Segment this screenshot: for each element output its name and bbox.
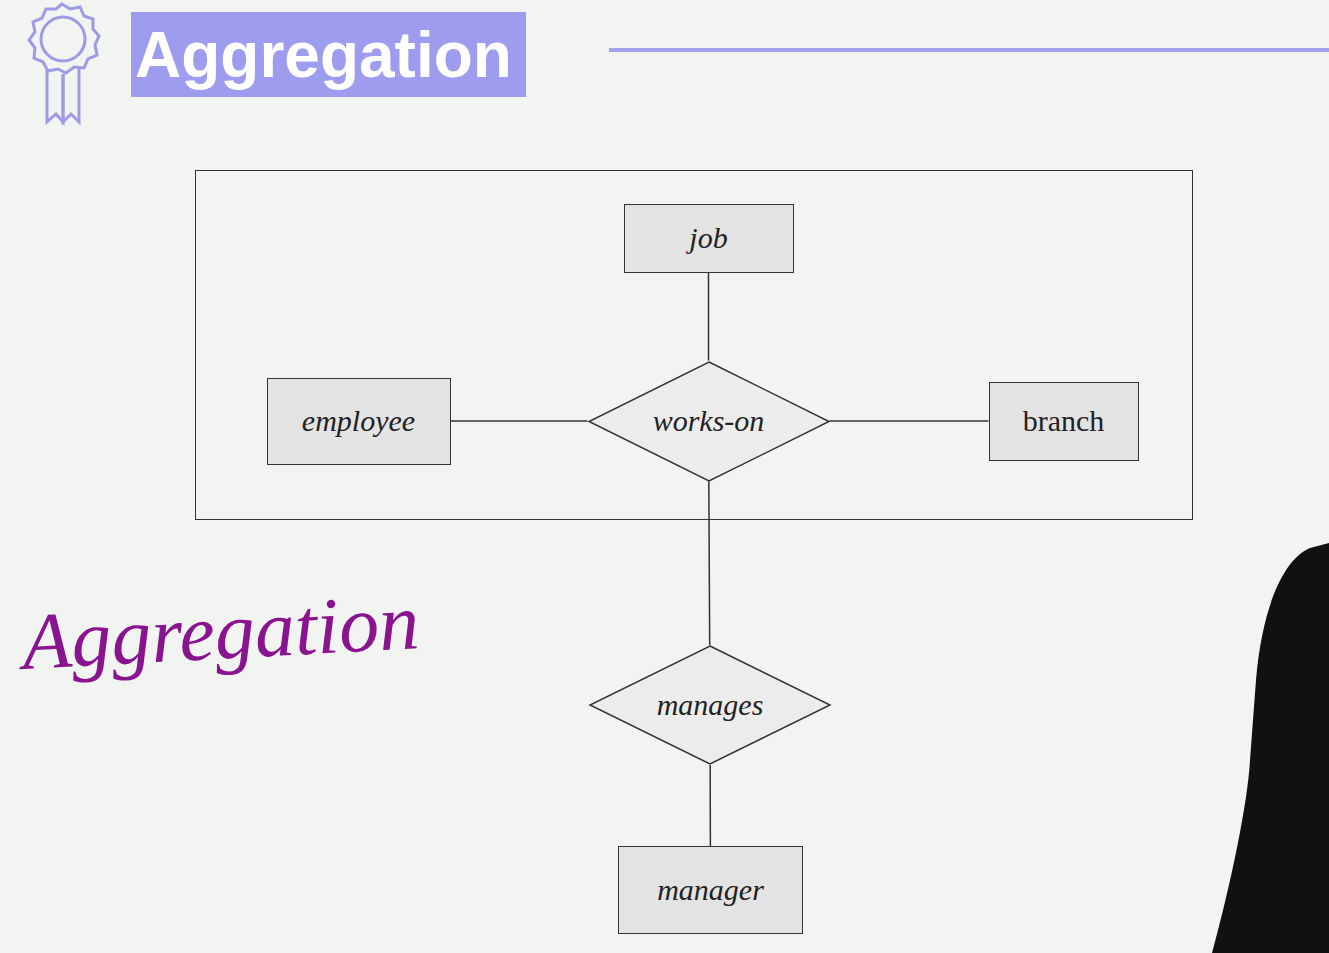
handwritten-note: Aggregation: [20, 577, 421, 686]
title-rule: [609, 48, 1329, 52]
connector-line: [709, 765, 711, 846]
connector-line: [708, 481, 710, 645]
slide-title: Aggregation: [135, 23, 512, 87]
connector-line: [451, 420, 588, 422]
node-label: branch: [1023, 404, 1105, 439]
entity-box: employee: [267, 378, 451, 465]
node-label: manager: [657, 873, 764, 908]
relationship-diamond: manages: [589, 645, 831, 765]
entity-box: branch: [989, 382, 1139, 461]
handwritten-label: Aggregation: [20, 577, 421, 686]
entity-box: job: [624, 204, 794, 273]
title-banner: Aggregation: [131, 12, 526, 97]
diamond-shape: [590, 646, 830, 764]
ribbon-icon: [29, 4, 99, 122]
aggregation-box: job employee works-on branch: [195, 170, 1193, 520]
node-label: works-on: [653, 404, 765, 439]
entity-box: manager: [618, 846, 803, 934]
connector-line: [830, 420, 989, 422]
node-label: employee: [302, 404, 415, 439]
relationship-diamond: works-on: [588, 361, 830, 482]
diamond-shape: [589, 362, 829, 481]
connector-line: [708, 273, 710, 361]
node-label: manages: [657, 688, 764, 723]
node-label: job: [689, 221, 727, 256]
presenter-figure: [1212, 543, 1329, 953]
